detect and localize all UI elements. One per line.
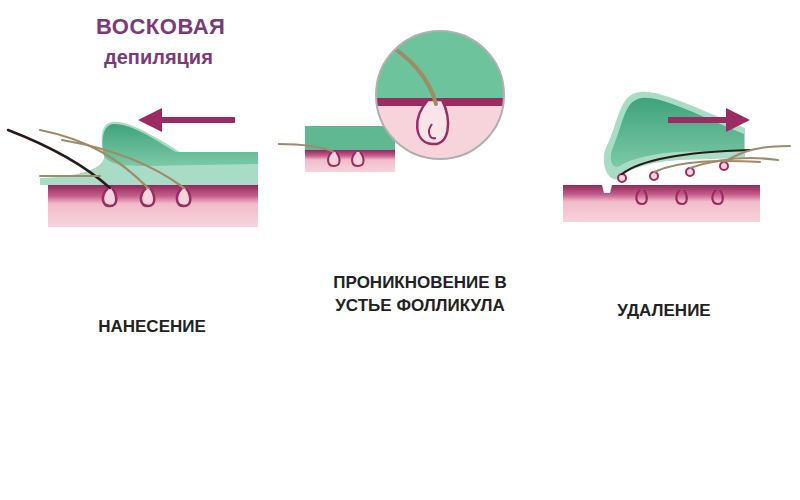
panel-removal [563,92,790,222]
step-caption: ПРОНИКНОВЕНИЕ В УСТЬЕ ФОЛЛИКУЛА [329,272,511,318]
diagram-title: ВОСКОВАЯ [96,14,225,40]
panel-application [8,108,258,227]
panel-penetration [278,25,510,190]
step-caption: НАНЕСЕНИЕ [98,316,206,339]
step-caption: УДАЛЕНИЕ [617,300,710,323]
title-subline: депиляция [104,46,213,69]
